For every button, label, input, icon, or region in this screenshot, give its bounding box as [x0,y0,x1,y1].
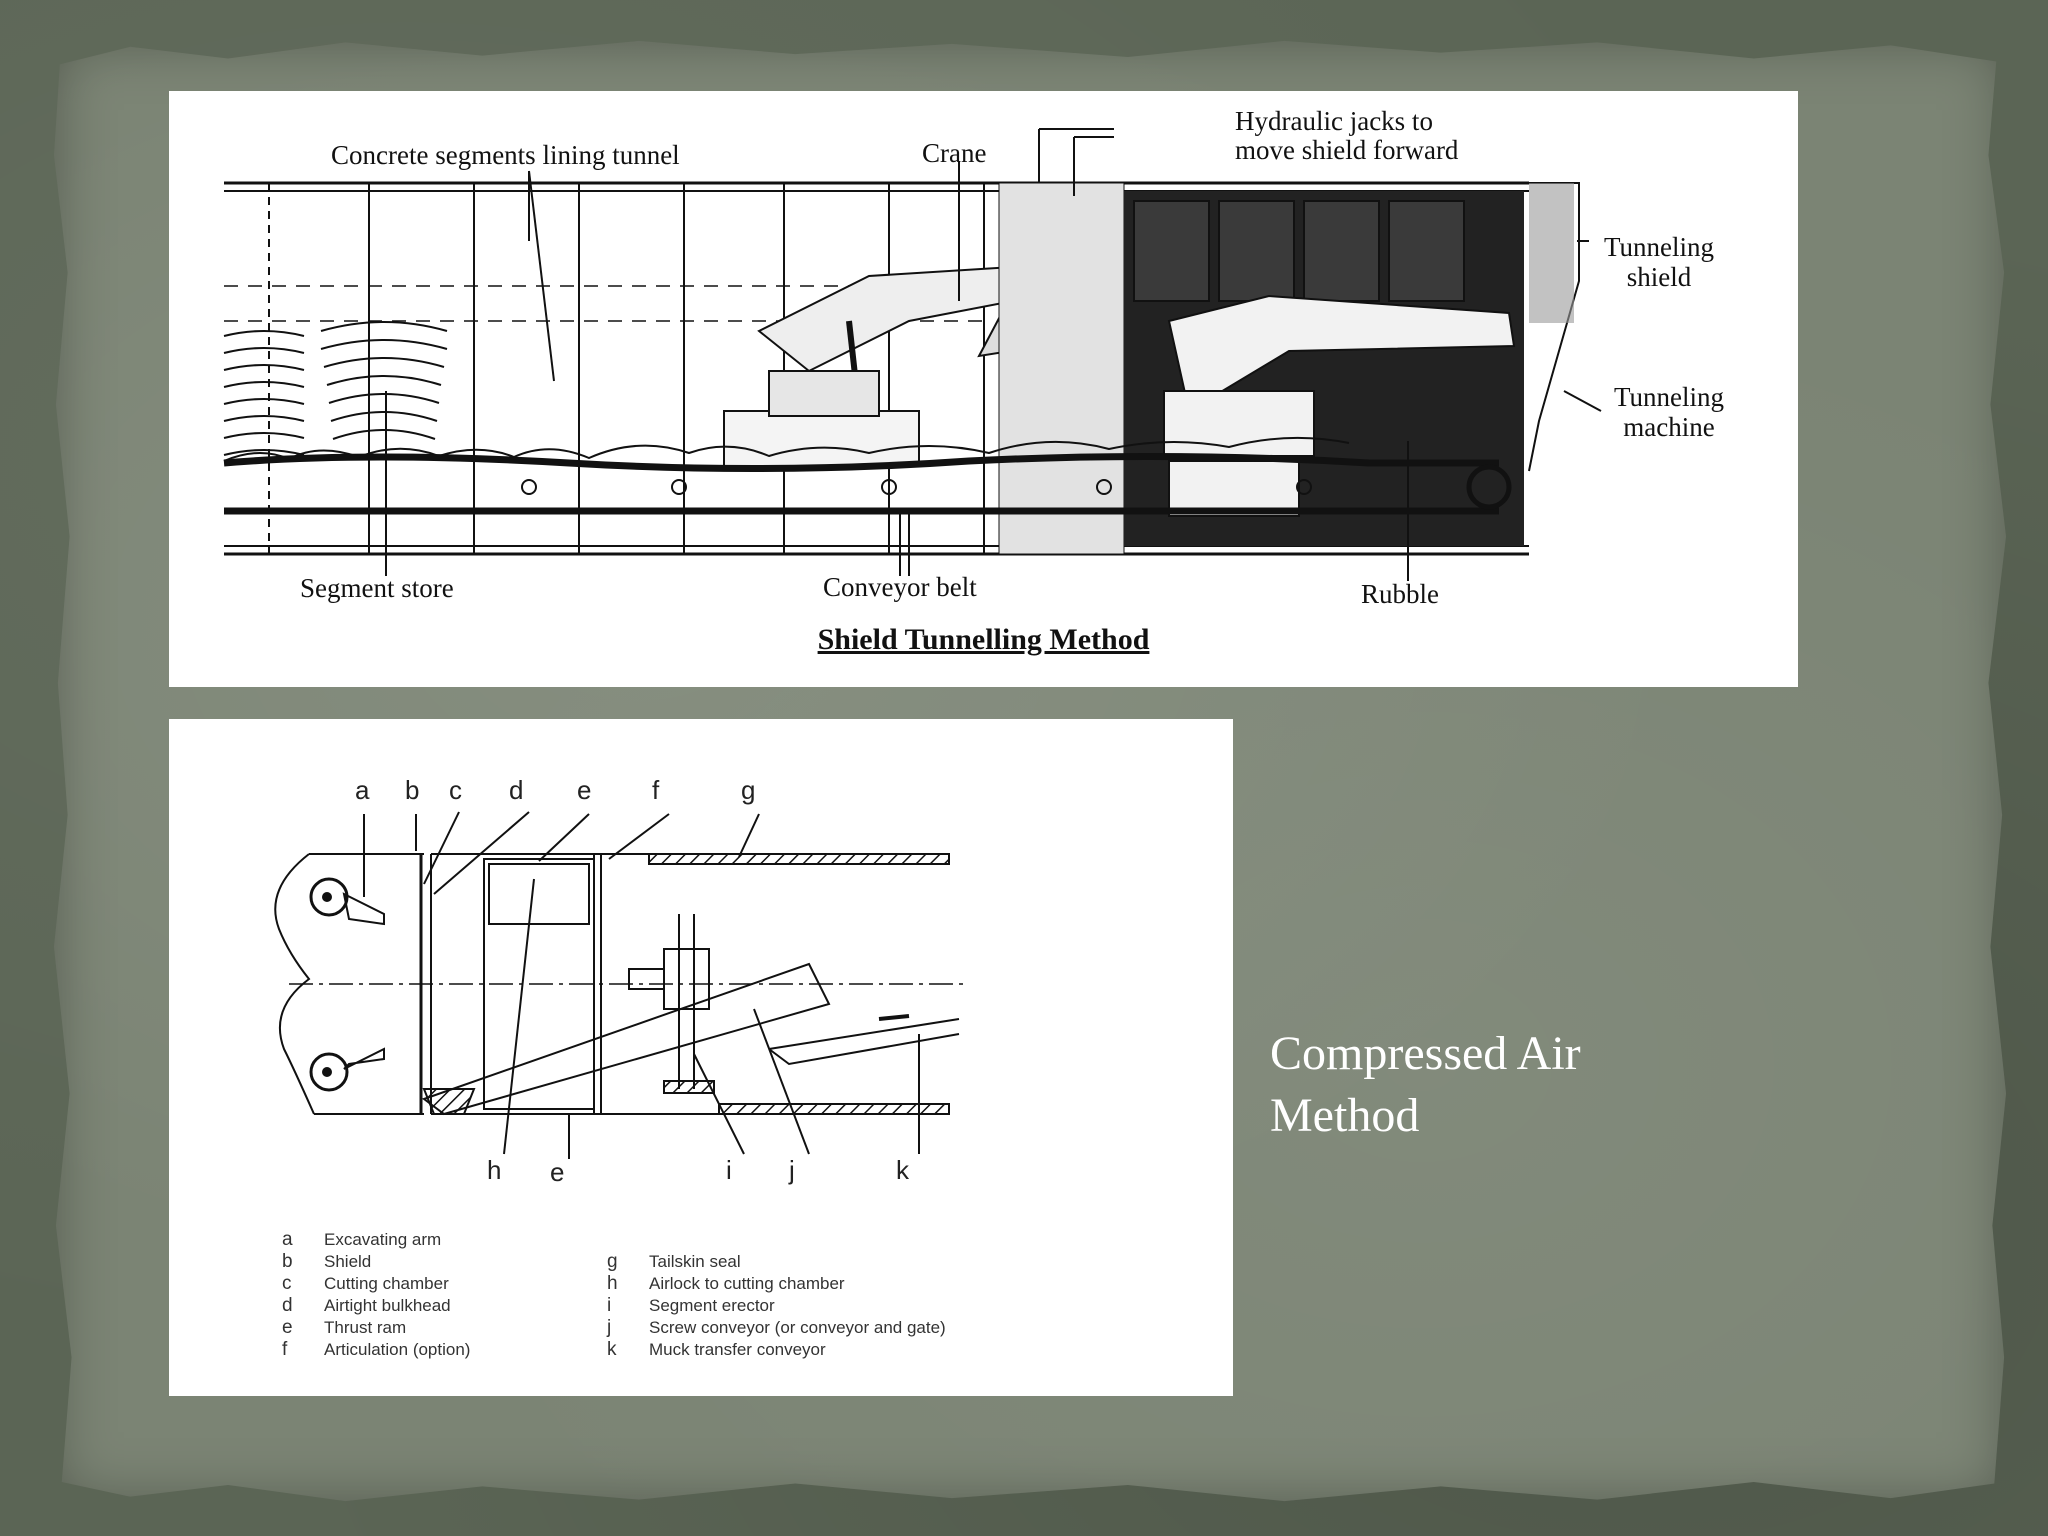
legend-key: d [282,1295,293,1316]
letter-bottom-j: j [789,1155,795,1185]
legend-key: i [607,1295,612,1316]
legend-item: e Thrust ram [282,1317,470,1339]
shield-tunnelling-figure: Concrete segments lining tunnel Crane Hy… [169,91,1798,687]
legend-text: Segment erector [649,1296,775,1315]
legend-item: f Articulation (option) [282,1339,470,1361]
legend-key: f [282,1339,288,1360]
legend-key: a [282,1229,293,1250]
legend-text: Thrust ram [324,1318,407,1337]
label-crane: Crane [922,138,987,168]
legend-text: Screw conveyor (or conveyor and gate) [649,1318,946,1337]
letter-bottom-e: e [550,1157,565,1187]
letter-top-f: f [652,775,660,805]
label-tunneling-machine-line2: machine [1623,412,1715,442]
letter-top-d: d [509,775,524,805]
letter-bottom-i: i [726,1155,732,1185]
label-hydraulic-jacks-line2: move shield forward [1235,135,1459,165]
caption-line-2: Method [1270,1089,1420,1142]
legend-key: c [282,1273,292,1294]
legend-key: j [607,1317,612,1338]
letter-top-a: a [355,775,370,805]
legend-item: a Excavating arm [282,1229,470,1251]
legend-text: Airlock to cutting chamber [649,1274,845,1293]
compressed-air-drawing [274,811,969,1159]
legend-text: Tailskin seal [649,1252,741,1271]
label-tunneling-machine-line1: Tunneling [1613,382,1725,412]
legend-item: k Muck transfer conveyor [607,1339,946,1361]
letter-bottom-h: h [487,1155,502,1185]
legend-item: h Airlock to cutting chamber [607,1273,946,1295]
legend-text: Cutting chamber [324,1274,449,1293]
legend-item: i Segment erector [607,1295,946,1317]
label-rubble: Rubble [1361,579,1439,609]
letter-bottom-k: k [896,1155,909,1185]
legend-item: g Tailskin seal [607,1251,946,1273]
legend-key: h [607,1273,618,1294]
legend-text: Shield [324,1252,372,1271]
caption-line-1: Compressed Air [1270,1027,1581,1080]
label-segment-store: Segment store [300,573,454,603]
legend-item: j Screw conveyor (or conveyor and gate) [607,1317,946,1339]
legend-item: c Cutting chamber [282,1273,470,1295]
letter-top-g: g [741,775,756,805]
legend-text: Airtight bulkhead [324,1296,451,1315]
shield-tunnelling-drawing [223,128,1602,581]
legend-key: b [282,1251,293,1272]
label-concrete-segments: Concrete segments lining tunnel [331,140,680,170]
legend-item: d Airtight bulkhead [282,1295,470,1317]
legend-right: g Tailskin seal h Airlock to cutting chamb… [607,1251,946,1361]
legend-item: b Shield [282,1251,470,1273]
letter-top-b: b [405,775,420,805]
legend-key: e [282,1317,293,1338]
legend-left: a Excavating arm b Shield c Cutting chamber… [282,1229,470,1361]
legend-text: Articulation (option) [324,1340,471,1359]
letter-top-c: c [449,775,462,805]
legend-text: Excavating arm [324,1230,442,1249]
legend-key: g [607,1251,618,1272]
label-hydraulic-jacks-line1: Hydraulic jacks to [1235,106,1433,136]
label-tunneling-shield-line1: Tunneling [1603,232,1715,262]
label-tunneling-shield-line2: shield [1626,262,1692,292]
legend-text: Muck transfer conveyor [649,1340,826,1359]
compressed-air-caption: Compressed Air Method [1270,1023,1670,1147]
compressed-air-figure: a b c d e f g h e i j k a Excavating arm … [169,719,1233,1396]
label-conveyor-belt: Conveyor belt [823,572,977,602]
shield-diagram-title: Shield Tunnelling Method [817,623,1150,656]
legend-key: k [607,1339,617,1360]
letter-top-e: e [577,775,592,805]
